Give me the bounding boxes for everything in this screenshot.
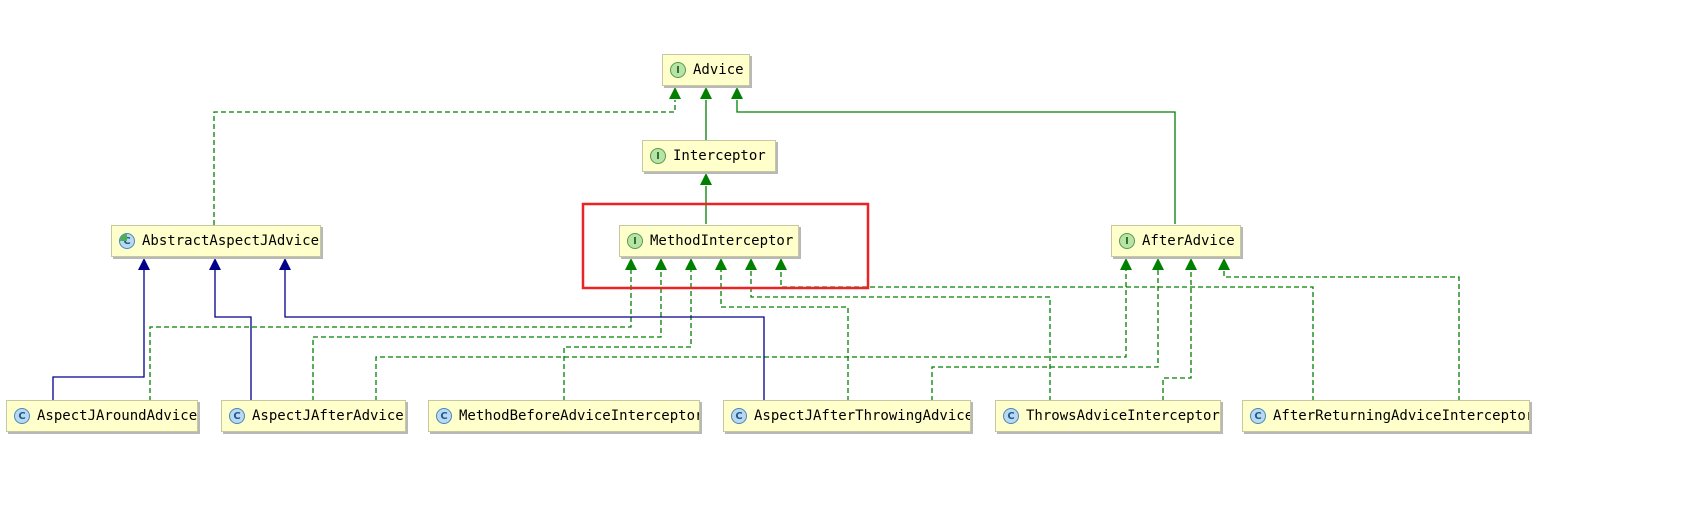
arrowhead-aa-3	[1185, 258, 1197, 270]
node-label: AfterReturningAdviceInterceptor	[1273, 408, 1530, 424]
interface-icon: I	[670, 62, 686, 78]
node-label: AspectJAroundAdvice	[37, 408, 198, 424]
class-icon: C	[1003, 408, 1019, 424]
class-icon: C	[14, 408, 30, 424]
edge-throwsinterceptor-to-afteradvice	[1162, 270, 1192, 401]
arrowhead-mi-3	[685, 258, 697, 270]
interface-icon: I	[627, 233, 643, 249]
arrowhead-mi-5	[745, 258, 757, 270]
arrowhead-advice-2	[700, 87, 712, 99]
edge-afteradvice-cls-to-afteradvice	[375, 270, 1127, 401]
node-advice[interactable]: I Advice	[662, 54, 750, 86]
abstract-class-icon: C	[119, 233, 135, 249]
node-aspectj-after-throwing-advice[interactable]: C AspectJAfterThrowingAdvice	[723, 400, 971, 432]
node-after-returning-advice-interceptor[interactable]: C AfterReturningAdviceInterceptor	[1242, 400, 1530, 432]
node-label: AspectJAfterAdvice	[252, 408, 404, 424]
arrowhead-advice-3	[731, 87, 743, 99]
edge-afterthrowing-to-abstract	[284, 270, 765, 401]
node-label: AfterAdvice	[1142, 233, 1235, 249]
arrowhead-mi-4	[715, 258, 727, 270]
edge-throwsinterceptor-to-methodinterceptor	[750, 270, 1051, 401]
node-label: MethodInterceptor	[650, 233, 794, 249]
arrowhead-interceptor	[700, 173, 712, 185]
arrowhead-abs-1	[138, 258, 150, 270]
node-label: Advice	[693, 62, 744, 78]
arrowhead-abs-3	[279, 258, 291, 270]
interface-icon: I	[650, 148, 666, 164]
arrowhead-advice-1	[669, 87, 681, 99]
edge-afterreturning-to-afteradvice	[1223, 270, 1460, 401]
node-label: Interceptor	[673, 148, 766, 164]
edge-abstractaspectjadvice-to-advice	[213, 100, 676, 225]
arrowhead-aa-1	[1120, 258, 1132, 270]
edge-beforeinterceptor-to-methodinterceptor	[563, 270, 692, 401]
node-aspectj-after-advice[interactable]: C AspectJAfterAdvice	[221, 400, 406, 432]
edge-afterthrowing-to-afteradvice	[931, 270, 1159, 401]
node-method-interceptor[interactable]: I MethodInterceptor	[619, 225, 799, 257]
node-label: AbstractAspectJAdvice	[142, 233, 320, 249]
class-icon: C	[1250, 408, 1266, 424]
node-label: MethodBeforeAdviceInterceptor	[459, 408, 700, 424]
node-label: AspectJAfterThrowingAdvice	[754, 408, 971, 424]
node-interceptor[interactable]: I Interceptor	[642, 140, 776, 172]
class-icon: C	[731, 408, 747, 424]
interface-icon: I	[1119, 233, 1135, 249]
arrowhead-mi-2	[655, 258, 667, 270]
edge-afterthrowing-to-methodinterceptor	[720, 270, 849, 401]
edge-afterreturning-to-methodinterceptor	[780, 270, 1314, 401]
node-aspectj-around-advice[interactable]: C AspectJAroundAdvice	[6, 400, 198, 432]
highlight-box	[581, 202, 870, 290]
arrowhead-mi-1	[625, 258, 637, 270]
edge-afteradvice-cls-to-abstract	[214, 270, 252, 401]
arrowhead-aa-4	[1218, 258, 1230, 270]
node-method-before-advice-interceptor[interactable]: C MethodBeforeAdviceInterceptor	[428, 400, 700, 432]
edge-afteradvice-cls-to-methodinterceptor	[312, 270, 662, 401]
node-throws-advice-interceptor[interactable]: C ThrowsAdviceInterceptor	[995, 400, 1221, 432]
arrowhead-mi-6	[775, 258, 787, 270]
arrowhead-abs-2	[209, 258, 221, 270]
class-icon: C	[229, 408, 245, 424]
edge-aroundadvice-to-methodinterceptor	[149, 270, 632, 401]
edge-afteradvice-to-advice	[736, 100, 1176, 224]
class-icon: C	[436, 408, 452, 424]
node-abstract-aspectj-advice[interactable]: C AbstractAspectJAdvice	[111, 225, 321, 257]
edge-aroundadvice-to-abstract	[52, 270, 145, 401]
arrowhead-aa-2	[1152, 258, 1164, 270]
node-label: ThrowsAdviceInterceptor	[1026, 408, 1220, 424]
node-after-advice[interactable]: I AfterAdvice	[1111, 225, 1241, 257]
